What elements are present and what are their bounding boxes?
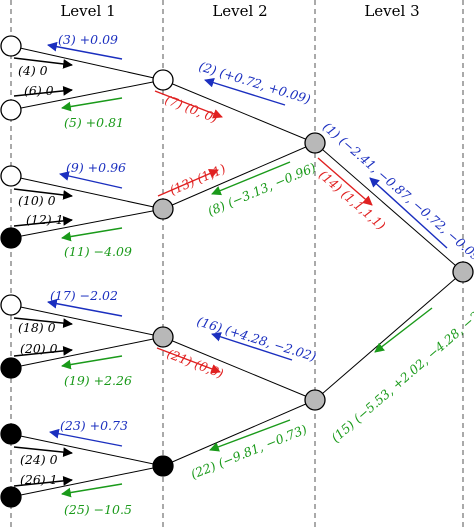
leaf-node-3 [0, 165, 22, 187]
arrow-m12 [13, 216, 73, 227]
leaf-node-5 [0, 294, 22, 316]
edge-leaf6-n3 [10, 336, 164, 369]
arrow-m4 [13, 57, 73, 69]
edge-leaf5-n3 [10, 304, 164, 338]
arrow-m3 [47, 41, 123, 60]
edge-m2-root [314, 271, 464, 401]
root-node [452, 261, 474, 283]
arrow-m19 [61, 355, 123, 370]
label-m15: (15) (−5.53, +2.02, −4.28, −2.75) [328, 292, 474, 445]
arrow-m8 [211, 161, 291, 196]
arrow-m10 [13, 188, 73, 200]
label-m18: (18) 0 [18, 320, 56, 335]
edge-leaf1-n1 [10, 45, 164, 81]
arrow-m9 [59, 171, 123, 189]
arrow-m25 [61, 483, 123, 498]
edge-n4-m2 [162, 399, 316, 467]
label-m3: (3) +0.09 [58, 32, 118, 47]
label-m6: (6) 0 [24, 83, 54, 98]
level2-node-4 [152, 455, 174, 477]
arrow-m15 [374, 307, 433, 353]
label-m20: (20) 0 [20, 341, 58, 356]
level3-node-1 [304, 132, 326, 154]
level2-node-3 [152, 326, 174, 348]
arrow-m26 [13, 476, 73, 487]
label-m9: (9) +0.96 [66, 160, 126, 175]
arrow-m2 [204, 77, 286, 106]
label-m23: (23) +0.73 [60, 418, 128, 433]
label-m13: (13) (1,1) [167, 161, 228, 198]
arrow-m21 [156, 347, 221, 374]
arrow-m16 [211, 332, 293, 361]
arrow-m6 [13, 86, 73, 97]
edge-n3-m2 [162, 336, 316, 401]
label-m21: (21) (0,0) [165, 346, 226, 381]
level2-node-1 [152, 69, 174, 91]
edge-n1-m1 [162, 79, 316, 144]
label-m26: (26) 1 [20, 472, 58, 487]
arrow-m24 [13, 446, 73, 457]
level-1-header: Level 1 [60, 2, 115, 20]
arrow-m11 [61, 227, 123, 242]
leaf-node-4 [0, 227, 22, 249]
leaf-node-7 [0, 423, 22, 445]
leaf-node-6 [0, 357, 22, 379]
edge-leaf4-n2 [10, 208, 164, 239]
label-m7: (7) (0, 0) [163, 92, 220, 126]
arrow-m1 [369, 177, 448, 249]
edge-leaf3-n2 [10, 175, 164, 210]
level-2-header: Level 2 [212, 2, 267, 20]
arrow-m13 [157, 169, 219, 197]
edge-m1-root [314, 142, 464, 273]
label-m17: (17) −2.02 [50, 288, 118, 303]
label-m19: (19) +2.26 [64, 373, 132, 388]
arrow-m18 [13, 317, 73, 328]
arrow-m22 [209, 419, 291, 452]
edge-leaf7-n4 [10, 433, 164, 467]
label-m24: (24) 0 [20, 452, 58, 467]
arrow-m17 [47, 298, 123, 317]
level-3-header: Level 3 [364, 2, 419, 20]
leaf-node-8 [0, 486, 22, 508]
arrow-m23 [49, 428, 123, 447]
arrow-m20 [13, 346, 73, 357]
label-m4: (4) 0 [18, 63, 48, 78]
label-m22: (22) (−9.81, −0.73) [189, 421, 310, 481]
arrow-m5 [61, 97, 123, 112]
leaf-node-2 [0, 99, 22, 121]
label-m25: (25) −10.5 [64, 502, 132, 517]
edge-leaf2-n1 [10, 79, 164, 111]
level3-node-2 [304, 389, 326, 411]
label-m11: (11) −4.09 [64, 244, 132, 259]
leaf-node-1 [0, 35, 22, 57]
label-m5: (5) +0.81 [64, 115, 124, 130]
label-m10: (10) 0 [18, 193, 56, 208]
label-m12: (12) 1 [26, 212, 64, 227]
edge-n2-m1 [162, 142, 316, 210]
arrow-m14 [317, 157, 373, 206]
level2-node-2 [152, 198, 174, 220]
edge-leaf8-n4 [10, 465, 164, 498]
arrow-m7 [154, 90, 223, 119]
label-m16: (16) (+4.28, −2.02) [195, 314, 318, 365]
